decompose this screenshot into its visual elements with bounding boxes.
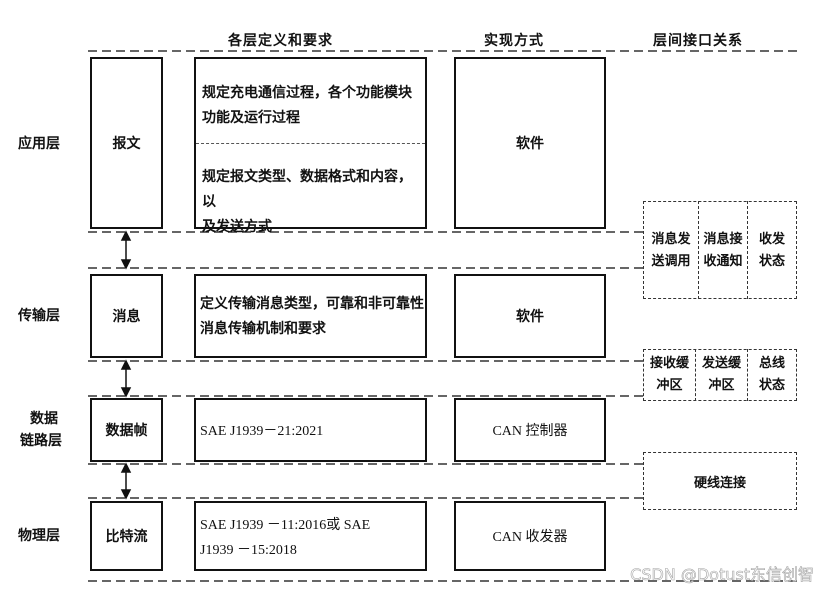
unit-box-datalink: 数据帧 bbox=[90, 398, 163, 462]
interface-divider bbox=[747, 349, 748, 401]
interface-line: 总线 bbox=[758, 356, 785, 371]
definition-text: 定义传输消息类型，可靠和非可靠性 消息传输机制和要求 bbox=[200, 292, 424, 342]
interface-divider bbox=[698, 201, 699, 299]
interface-divider bbox=[747, 201, 748, 299]
unit-label: 消息 bbox=[112, 309, 141, 325]
layer-label-application: 应用层 bbox=[18, 136, 60, 152]
implementation-label: 软件 bbox=[516, 136, 544, 152]
header-definition: 各层定义和要求 bbox=[228, 33, 333, 49]
definition-line: 规定充电通信过程，各个功能模块 bbox=[202, 85, 412, 101]
interface-line: 发送缓 bbox=[701, 356, 741, 371]
interface-line: 接收缓 bbox=[649, 356, 689, 371]
implementation-box-application: 软件 bbox=[454, 57, 606, 229]
layer-label-physical: 物理层 bbox=[18, 528, 60, 544]
definition-line: 消息传输机制和要求 bbox=[200, 321, 326, 337]
interface-cell-bus-status: 总线 状态 bbox=[747, 353, 797, 397]
unit-label: 数据帧 bbox=[105, 423, 148, 439]
definition-text-1: 规定充电通信过程，各个功能模块 功能及运行过程 bbox=[202, 81, 412, 131]
interface-line: 消息发 bbox=[651, 232, 691, 247]
interface-line: 状态 bbox=[758, 254, 785, 269]
definition-box-datalink: SAE J1939－21:2021 bbox=[194, 398, 427, 462]
interface-line: 送调用 bbox=[651, 254, 691, 269]
definition-line: 定义传输消息类型，可靠和非可靠性 bbox=[200, 296, 424, 312]
watermark: CSDN @Dotust东信创智 bbox=[630, 565, 814, 585]
interface-cell-rx-buffer: 接收缓 冲区 bbox=[643, 353, 696, 397]
layer-label-datalink: 数据 链路层 bbox=[20, 408, 62, 452]
interface-cell-tx-buffer: 发送缓 冲区 bbox=[695, 353, 748, 397]
implementation-box-physical: CAN 收发器 bbox=[454, 501, 606, 571]
interface-cell-tx-rx-status: 收发 状态 bbox=[747, 229, 797, 273]
unit-label: 报文 bbox=[112, 136, 141, 152]
unit-label: 比特流 bbox=[105, 529, 148, 545]
interface-divider bbox=[695, 349, 696, 401]
interface-line: 收通知 bbox=[703, 254, 743, 269]
header-implementation: 实现方式 bbox=[484, 33, 544, 49]
interface-box-transport-datalink bbox=[643, 349, 797, 401]
implementation-label: CAN 收发器 bbox=[492, 530, 568, 545]
implementation-label: CAN 控制器 bbox=[492, 424, 568, 439]
layer-label-datalink-line2: 链路层 bbox=[20, 433, 62, 449]
interface-box-datalink-physical: 硬线连接 bbox=[643, 452, 797, 510]
interface-line: 消息接 bbox=[703, 232, 743, 247]
implementation-label: 软件 bbox=[516, 309, 544, 325]
interface-cell-send-call: 消息发 送调用 bbox=[643, 229, 699, 273]
definition-line: 规定报文类型、数据格式和内容，以 bbox=[202, 169, 412, 210]
header-interface: 层间接口关系 bbox=[653, 33, 743, 49]
interface-line: 冲区 bbox=[656, 378, 683, 393]
layer-label-transport: 传输层 bbox=[18, 308, 60, 324]
interface-box-app-transport bbox=[643, 201, 797, 299]
definition-text-2: 规定报文类型、数据格式和内容，以 及发送方式 bbox=[202, 165, 425, 240]
definition-line: SAE J1939 －11:2016或 SAE bbox=[200, 518, 371, 533]
hardwire-label: 硬线连接 bbox=[693, 475, 746, 491]
definition-text: SAE J1939 －11:2016或 SAE J1939 －15:2018 bbox=[200, 513, 370, 563]
interface-line: 状态 bbox=[758, 378, 785, 393]
definition-divider bbox=[196, 143, 425, 144]
definition-line: 功能及运行过程 bbox=[202, 110, 300, 126]
definition-box-application: 规定充电通信过程，各个功能模块 功能及运行过程 规定报文类型、数据格式和内容，以… bbox=[194, 57, 427, 235]
interface-line: 冲区 bbox=[708, 378, 735, 393]
definition-box-physical: SAE J1939 －11:2016或 SAE J1939 －15:2018 bbox=[194, 501, 427, 571]
definition-line: 及发送方式 bbox=[202, 219, 272, 235]
unit-box-application: 报文 bbox=[90, 57, 163, 229]
implementation-box-datalink: CAN 控制器 bbox=[454, 398, 606, 462]
definition-text: SAE J1939－21:2021 bbox=[200, 424, 324, 439]
interface-line: 收发 bbox=[758, 232, 785, 247]
unit-box-transport: 消息 bbox=[90, 274, 163, 358]
definition-line: J1939 －15:2018 bbox=[200, 543, 297, 558]
interface-cell-receive-notify: 消息接 收通知 bbox=[698, 229, 748, 273]
implementation-box-transport: 软件 bbox=[454, 274, 606, 358]
definition-box-transport: 定义传输消息类型，可靠和非可靠性 消息传输机制和要求 bbox=[194, 274, 427, 358]
layer-label-datalink-line1: 数据 bbox=[30, 411, 58, 427]
unit-box-physical: 比特流 bbox=[90, 501, 163, 571]
